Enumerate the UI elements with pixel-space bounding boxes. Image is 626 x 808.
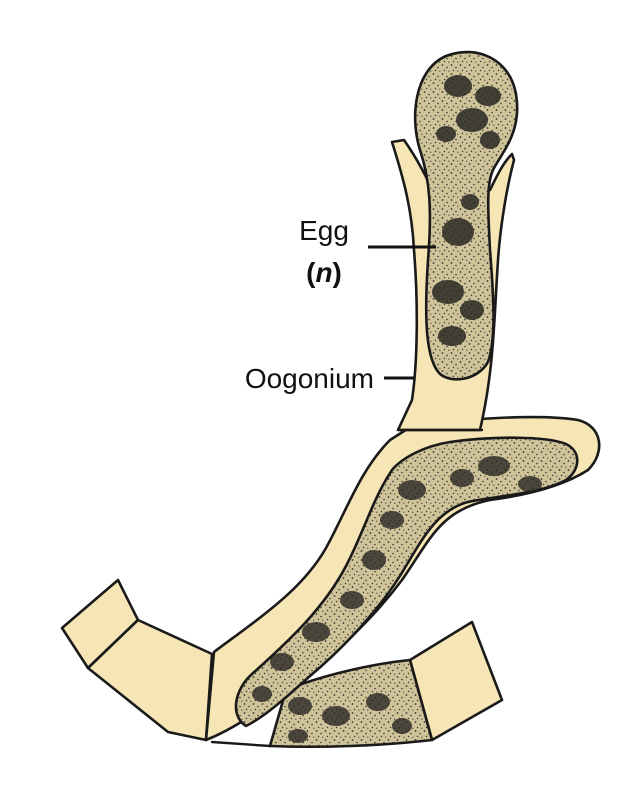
- egg-ploidy-label: (n): [306, 257, 342, 288]
- egg-granules: [432, 75, 501, 346]
- lower-cell-septum: [210, 740, 272, 748]
- egg-label: Egg: [299, 215, 349, 246]
- lower-cell-granules: [288, 693, 412, 743]
- egg-ploidy-symbol: n: [315, 257, 332, 288]
- filament-cell-lower-middle: [268, 658, 434, 749]
- vegetative-protoplast: [234, 436, 579, 728]
- oogonium-label: Oogonium: [245, 363, 374, 394]
- vegetative-granules: [252, 456, 542, 702]
